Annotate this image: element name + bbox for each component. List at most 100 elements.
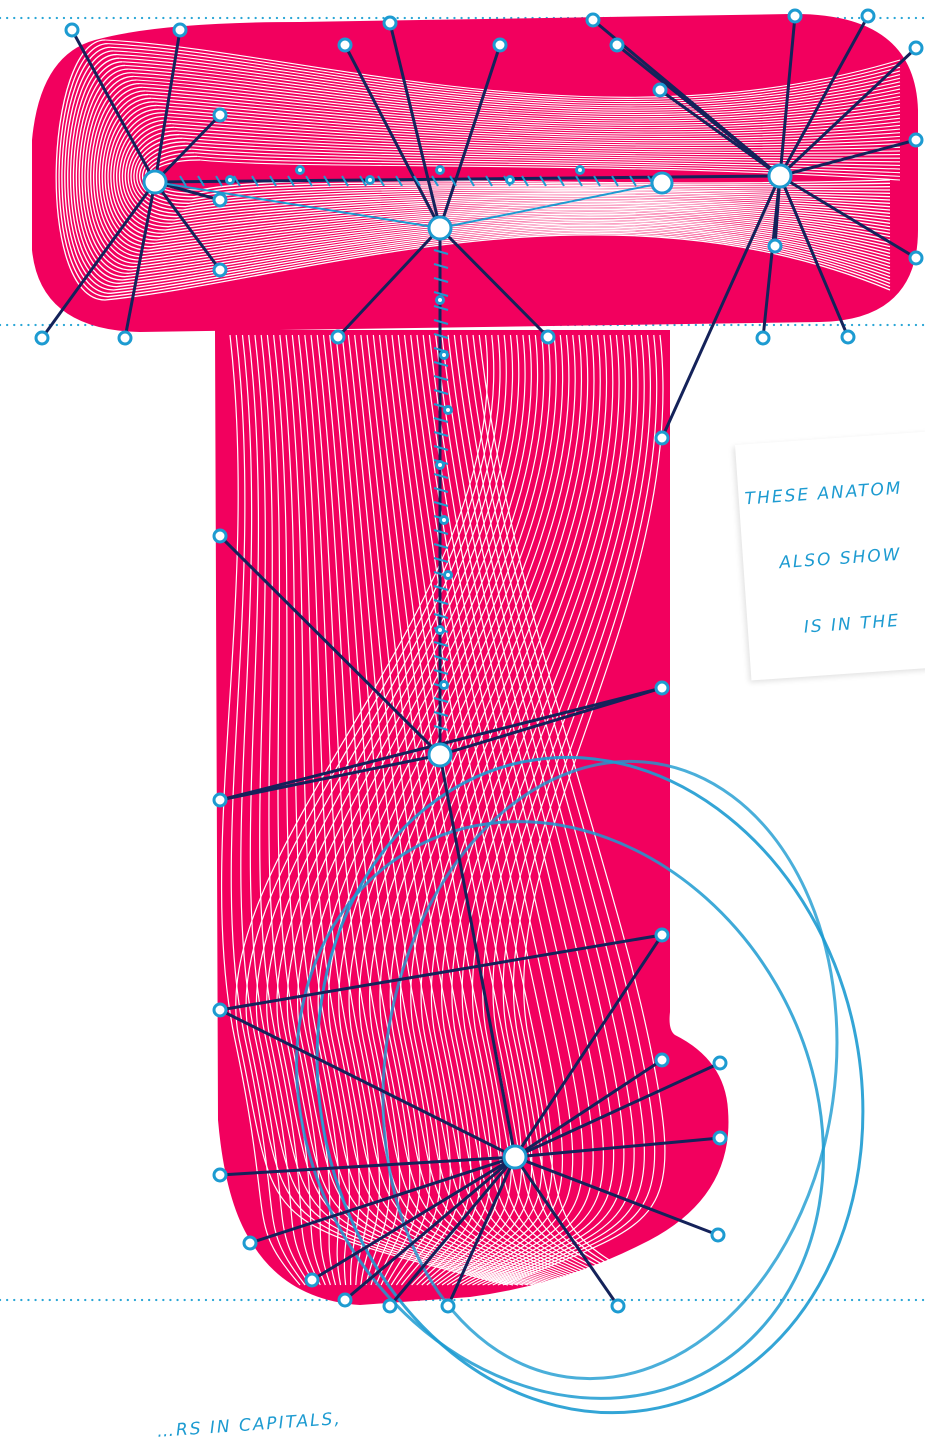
network-edge (779, 138, 917, 178)
network-edge (433, 599, 449, 605)
strand (101, 97, 891, 248)
network-edge (446, 1156, 517, 1307)
strand (81, 72, 891, 271)
strand (341, 334, 441, 1286)
strand (248, 334, 316, 1286)
strand (136, 79, 901, 122)
network-node (908, 132, 924, 148)
network-node (609, 37, 625, 53)
network-edge (433, 431, 449, 437)
network-node (710, 1227, 726, 1243)
network-node (908, 250, 924, 266)
network-node (172, 22, 188, 38)
strand (171, 123, 901, 149)
network-edge (433, 375, 449, 381)
strand (260, 334, 326, 1286)
network-edge (153, 113, 222, 184)
strand (145, 90, 901, 129)
strand (113, 112, 891, 234)
strand (447, 334, 615, 1286)
strand (151, 97, 901, 133)
network-edge (433, 543, 449, 549)
strand (348, 334, 564, 1286)
network-edge (433, 305, 449, 311)
strand (182, 137, 901, 159)
strand (191, 148, 901, 170)
network-node (610, 1298, 626, 1314)
strand (354, 334, 462, 1286)
strand (133, 75, 901, 120)
network-node (382, 15, 398, 31)
network-node (575, 165, 585, 175)
strand (273, 334, 337, 1286)
network-node (755, 330, 771, 346)
network-edge (219, 1155, 516, 1177)
strand (327, 334, 554, 1286)
strand (391, 334, 523, 1286)
strand (492, 334, 645, 1286)
network-edge (467, 175, 475, 187)
network-edge (343, 44, 442, 229)
strand (502, 334, 652, 1286)
network-edge (433, 263, 449, 269)
network-edge (413, 175, 421, 187)
strand (466, 334, 645, 1286)
network-edge (336, 226, 442, 339)
node-network (34, 8, 924, 1314)
network-node (427, 215, 453, 241)
network-edge (431, 175, 439, 187)
network-edge (433, 641, 449, 647)
strand (335, 334, 431, 1286)
network-edge (439, 686, 663, 757)
strand (58, 42, 891, 298)
strand (116, 53, 901, 107)
network-edge (433, 613, 449, 619)
network-node (443, 570, 453, 580)
strand (139, 83, 901, 124)
network-node (654, 680, 670, 696)
network-edge (218, 534, 442, 757)
strand (403, 334, 543, 1286)
strand (379, 334, 580, 1286)
network-edge (219, 933, 663, 1012)
strand (124, 126, 891, 221)
strand (110, 46, 901, 103)
strand (119, 57, 901, 109)
network-node (654, 430, 670, 446)
network-edge (233, 175, 241, 187)
network-edge (433, 669, 449, 675)
strand (369, 334, 575, 1286)
network-node (440, 1298, 456, 1314)
network-node (225, 175, 235, 185)
strand (523, 334, 664, 1286)
network-edge (344, 1155, 516, 1302)
network-edge (575, 175, 583, 187)
strand (235, 334, 509, 1286)
network-edge (557, 175, 565, 187)
network-node (712, 1055, 728, 1071)
strand (153, 101, 901, 135)
strand (142, 86, 901, 127)
strand (266, 334, 524, 1286)
network-edge (433, 417, 449, 423)
network-edge (433, 487, 449, 493)
strand (168, 119, 901, 146)
network-edge (660, 175, 782, 439)
network-edge (778, 15, 870, 177)
network-edge (341, 175, 349, 187)
network-node (443, 405, 453, 415)
network-edge (433, 585, 449, 591)
strand (266, 334, 331, 1286)
strand (130, 72, 901, 118)
network-node (242, 1235, 258, 1251)
network-node (337, 37, 353, 53)
strand (118, 119, 891, 228)
strand (104, 39, 901, 98)
strand (453, 334, 625, 1286)
network-node (212, 792, 228, 808)
network-node (212, 1002, 228, 1018)
network-edge (154, 181, 441, 229)
strand (255, 334, 519, 1286)
strand (95, 90, 891, 254)
network-edge (395, 175, 403, 187)
